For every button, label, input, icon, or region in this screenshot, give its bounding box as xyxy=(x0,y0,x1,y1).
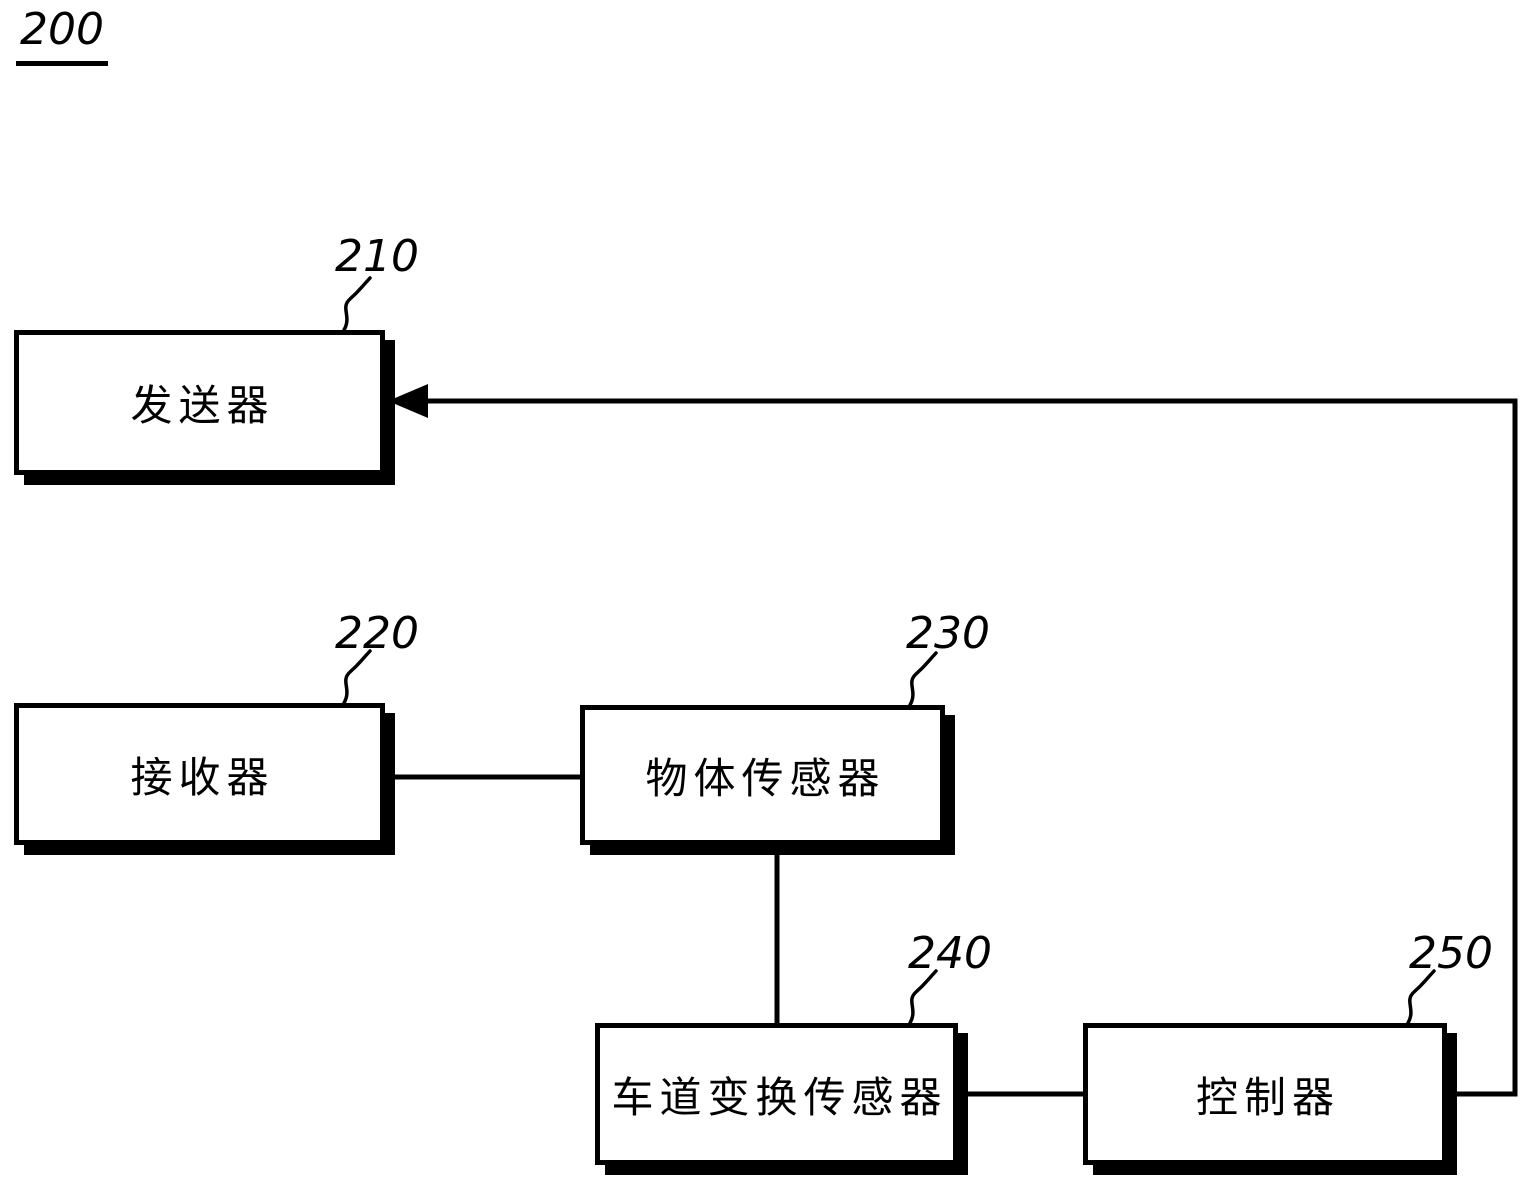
leader-line-230 xyxy=(908,651,938,707)
block-controller-label: 控制器 xyxy=(1195,1072,1340,1122)
leader-line-240 xyxy=(908,969,938,1025)
leader-line-250 xyxy=(1406,969,1436,1025)
ref-label-210: 210 xyxy=(335,231,419,282)
block-object-sensor-label: 物体传感器 xyxy=(645,753,886,803)
block-transmitter-label: 发送器 xyxy=(130,381,275,430)
block-controller: 控制器 xyxy=(1083,1023,1447,1165)
leader-line-220 xyxy=(342,649,372,705)
connector-controller-to-transmitter xyxy=(424,398,1518,1097)
block-transmitter: 发送器 xyxy=(14,330,385,475)
ref-label-220: 220 xyxy=(335,608,419,659)
block-object-sensor: 物体传感器 xyxy=(580,705,945,845)
figure-ref-label: 200 xyxy=(16,4,108,66)
ref-label-240: 240 xyxy=(908,928,992,979)
arrowhead-into-transmitter-icon xyxy=(388,384,428,418)
ref-label-250: 250 xyxy=(1409,928,1493,979)
block-receiver: 接收器 xyxy=(14,703,385,845)
block-lane-change-sensor-label: 车道变换传感器 xyxy=(611,1072,948,1122)
block-lane-change-sensor: 车道变换传感器 xyxy=(595,1023,958,1165)
leader-line-210 xyxy=(342,276,372,332)
ref-label-230: 230 xyxy=(906,608,990,659)
block-receiver-label: 接收器 xyxy=(130,752,275,802)
